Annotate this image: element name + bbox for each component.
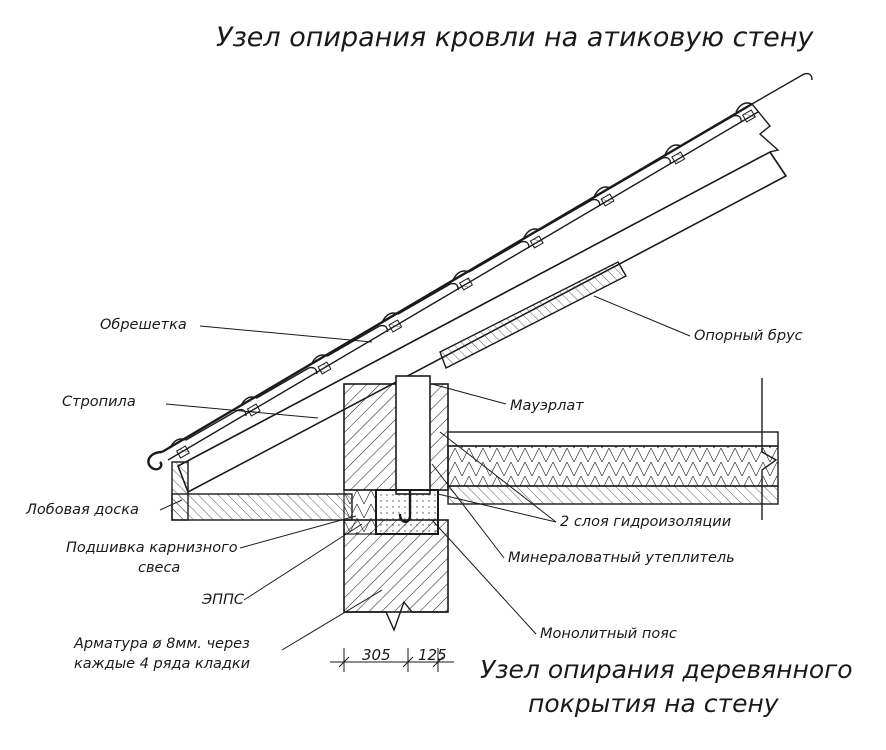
callout-armatura-2: каждые 4 ряда кладки bbox=[74, 656, 250, 672]
roof-tile bbox=[452, 240, 530, 281]
batten bbox=[671, 151, 686, 165]
subtitle-line1: Узел опирания деревянного bbox=[480, 655, 853, 684]
floor-insulation bbox=[447, 431, 779, 505]
wall-break-right bbox=[761, 378, 778, 520]
batten bbox=[317, 361, 332, 375]
dimension-305: 305 bbox=[362, 646, 391, 664]
roof-tile bbox=[664, 114, 742, 155]
dimension-line bbox=[330, 648, 454, 672]
batten bbox=[529, 235, 544, 249]
eps-insulation bbox=[343, 489, 377, 535]
support-beam bbox=[439, 261, 627, 369]
roof-tile bbox=[593, 156, 672, 197]
callout-poyas: Монолитный пояс bbox=[540, 626, 677, 642]
roof-tile bbox=[735, 72, 813, 113]
callout-mauerlat: Мауэрлат bbox=[510, 398, 584, 414]
callout-stropila: Стропила bbox=[62, 394, 136, 410]
subtitle-line2: покрытия на стену bbox=[528, 689, 780, 718]
batten bbox=[600, 193, 615, 207]
callout-armatura-1: Арматура ø 8мм. через bbox=[73, 636, 250, 652]
soffit bbox=[171, 493, 353, 521]
batten bbox=[388, 319, 403, 333]
callout-utepl: Минераловатный утеплитель bbox=[508, 550, 735, 566]
callout-epps: ЭППС bbox=[201, 592, 245, 608]
callout-podshivka-2: свеса bbox=[138, 560, 180, 576]
batten bbox=[246, 403, 261, 417]
monolithic-belt bbox=[375, 489, 439, 535]
roof-tiles bbox=[161, 72, 813, 461]
callout-obreshetka: Обрешетка bbox=[100, 317, 187, 333]
dimension-125: 125 bbox=[418, 646, 447, 664]
callout-podshivka-1: Подшивка карнизного bbox=[66, 540, 238, 556]
roof-tile bbox=[169, 408, 247, 449]
roof-tile bbox=[240, 366, 318, 407]
callout-lobovaya: Лобовая доска bbox=[25, 502, 139, 518]
mauerlat bbox=[395, 375, 431, 495]
callout-opornyi: Опорный брус bbox=[694, 328, 803, 344]
batten bbox=[741, 109, 757, 123]
roof-tile bbox=[310, 324, 389, 365]
drawing-title: Узел опирания кровли на атиковую стену bbox=[216, 22, 814, 53]
roof-tile bbox=[523, 198, 601, 239]
break-line-icon bbox=[751, 103, 787, 177]
batten bbox=[458, 277, 474, 291]
batten bbox=[175, 445, 191, 459]
callout-gidro: 2 слоя гидроизоляции bbox=[560, 514, 731, 530]
leader-lines bbox=[159, 295, 691, 651]
roof-tile bbox=[381, 282, 459, 323]
gutter-hook bbox=[147, 450, 163, 471]
